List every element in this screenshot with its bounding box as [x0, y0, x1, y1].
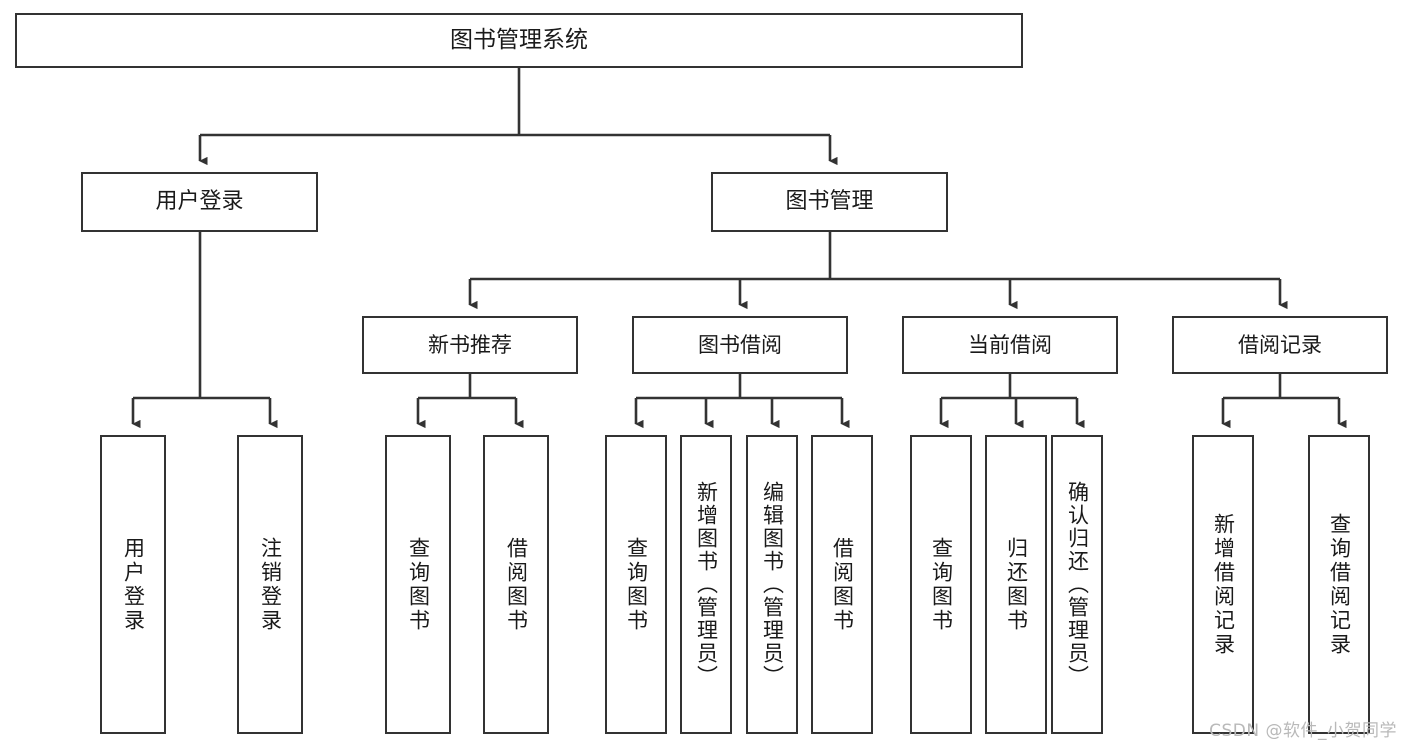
node-label: 新增借阅记录	[1211, 512, 1236, 657]
watermark: CSDN @软件_小贺同学	[1209, 721, 1397, 741]
node-label: 借阅图书	[830, 536, 855, 633]
node-label: 确认归还（管理员）	[1065, 481, 1090, 688]
node-label: 新书推荐	[428, 332, 512, 357]
node-leaf-query-book-2[interactable]: 查询图书	[605, 435, 667, 734]
node-root[interactable]: 图书管理系统	[15, 13, 1023, 68]
node-leaf-borrow-book-2[interactable]: 借阅图书	[811, 435, 873, 734]
node-label: 注销登录	[258, 536, 283, 633]
node-new-book-recommend[interactable]: 新书推荐	[362, 316, 578, 374]
node-label: 编辑图书（管理员）	[760, 481, 785, 688]
node-label: 用户登录	[121, 536, 146, 633]
node-label: 新增图书（管理员）	[694, 481, 719, 688]
node-leaf-query-book-1[interactable]: 查询图书	[385, 435, 451, 734]
node-label: 归还图书	[1004, 536, 1029, 633]
node-leaf-edit-book[interactable]: 编辑图书（管理员）	[746, 435, 798, 734]
node-leaf-return-book[interactable]: 归还图书	[985, 435, 1047, 734]
node-label: 查询图书	[406, 536, 431, 633]
node-leaf-confirm-return[interactable]: 确认归还（管理员）	[1051, 435, 1103, 734]
node-label: 借阅记录	[1238, 332, 1322, 357]
node-label: 图书管理	[785, 189, 874, 215]
node-leaf-add-record[interactable]: 新增借阅记录	[1192, 435, 1254, 734]
node-leaf-query-book-3[interactable]: 查询图书	[910, 435, 972, 734]
node-user-login[interactable]: 用户登录	[81, 172, 318, 232]
node-label: 查询图书	[624, 536, 649, 633]
node-book-manage[interactable]: 图书管理	[711, 172, 948, 232]
node-borrow-record[interactable]: 借阅记录	[1172, 316, 1388, 374]
node-label: 图书借阅	[698, 332, 782, 357]
node-leaf-user-logout[interactable]: 注销登录	[237, 435, 303, 734]
node-leaf-query-record[interactable]: 查询借阅记录	[1308, 435, 1370, 734]
node-label: 用户登录	[155, 189, 244, 215]
node-label: 借阅图书	[504, 536, 529, 633]
node-book-borrow[interactable]: 图书借阅	[632, 316, 848, 374]
node-leaf-user-login[interactable]: 用户登录	[100, 435, 166, 734]
node-label: 查询图书	[929, 536, 954, 633]
node-leaf-add-book[interactable]: 新增图书（管理员）	[680, 435, 732, 734]
node-current-borrow[interactable]: 当前借阅	[902, 316, 1118, 374]
node-label: 当前借阅	[968, 332, 1052, 357]
node-label: 查询借阅记录	[1327, 512, 1352, 657]
node-leaf-borrow-book-1[interactable]: 借阅图书	[483, 435, 549, 734]
node-label: 图书管理系统	[450, 26, 588, 53]
